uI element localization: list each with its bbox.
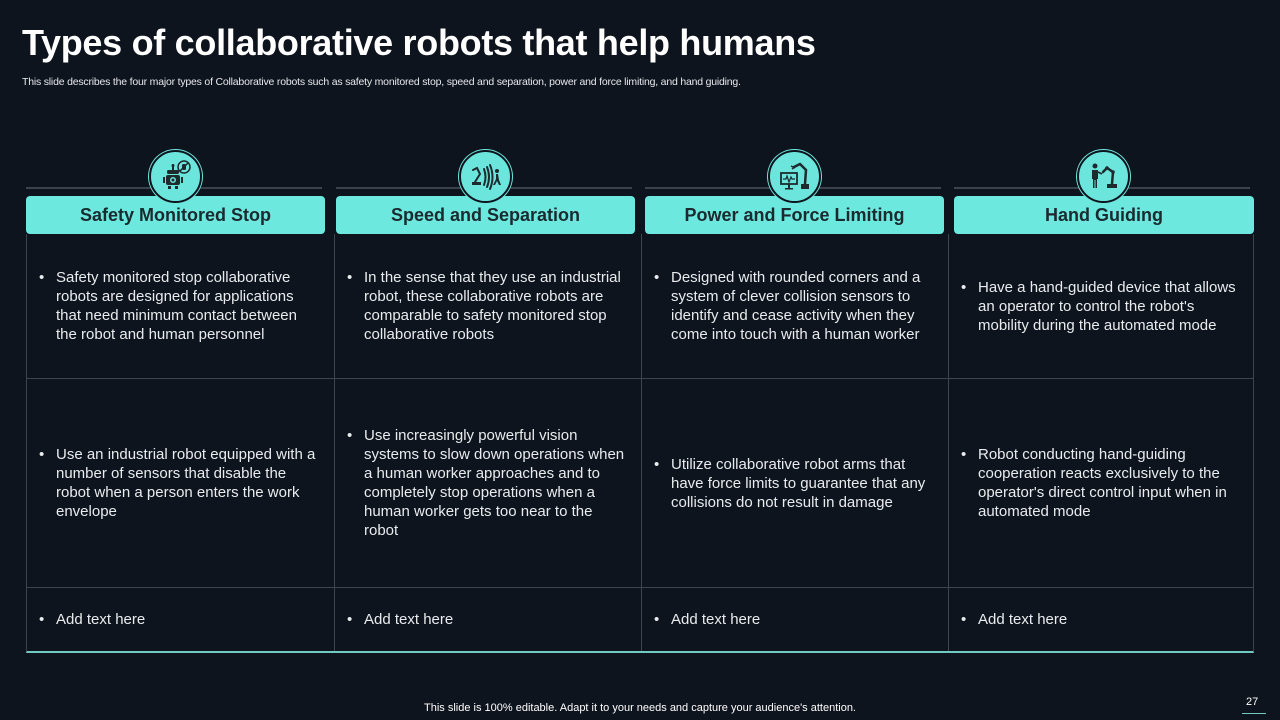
bullet-icon: • [961, 611, 967, 628]
cell-text-placeholder[interactable]: Add text here [56, 611, 146, 628]
table-cell: • Utilize collaborative robot arms that h… [641, 379, 948, 587]
cell-text-placeholder[interactable]: Add text here [978, 611, 1068, 628]
bullet-icon: • [347, 427, 353, 444]
robot-arm-monitor-icon [768, 150, 821, 203]
bullet-icon: • [654, 611, 660, 628]
bullet-icon: • [347, 611, 353, 628]
table-cell: • Robot conducting hand-guiding cooperati… [948, 379, 1253, 587]
table-cell: • Add text here [27, 588, 334, 651]
page-number: 27 [1246, 696, 1259, 708]
cell-text[interactable]: Utilize collaborative robot arms that ha… [671, 455, 926, 511]
footer-note: This slide is 100% editable. Adapt it to… [424, 702, 856, 714]
cell-text[interactable]: Designed with rounded corners and a syst… [671, 269, 921, 343]
table-cell: • Use increasingly powerful vision system… [334, 379, 641, 587]
slide-title: Types of collaborative robots that help … [22, 22, 816, 63]
bullet-icon: • [39, 611, 45, 628]
bullet-icon: • [39, 446, 45, 463]
cell-text[interactable]: In the sense that they use an industrial… [364, 269, 621, 343]
slide-subtitle: This slide describes the four major type… [22, 76, 741, 88]
person-robot-arm-icon [1077, 150, 1130, 203]
bullet-icon: • [654, 269, 660, 286]
cell-text-placeholder[interactable]: Add text here [364, 611, 454, 628]
bullet-icon: • [39, 269, 45, 286]
table-cell: • Add text here [641, 588, 948, 651]
table-row: • Add text here • Add text here • Add text … [27, 587, 1253, 651]
table-cell: • In the sense that they use an industria… [334, 234, 641, 378]
cell-text[interactable]: Safety monitored stop collaborative robo… [56, 269, 297, 343]
header-speed-and-separation: Speed and Separation [336, 196, 635, 234]
table-cell: • Add text here [334, 588, 641, 651]
bullet-icon: • [654, 455, 660, 473]
cell-text[interactable]: Use increasingly powerful vision systems… [364, 427, 625, 539]
cell-text[interactable]: Have a hand-guided device that allows an… [978, 278, 1236, 334]
table-cell: • Use an industrial robot equipped with a… [27, 379, 334, 587]
robot-arm-signal-person-icon [459, 150, 512, 203]
content-table: • Safety monitored stop collaborative rob… [26, 234, 1254, 653]
bullet-icon: • [961, 446, 967, 463]
header-safety-monitored-stop: Safety Monitored Stop [26, 196, 325, 234]
cell-text[interactable]: Robot conducting hand-guiding cooperatio… [978, 446, 1227, 520]
bullet-icon: • [347, 269, 353, 286]
table-cell: • Have a hand-guided device that allows a… [948, 234, 1253, 378]
cell-text-placeholder[interactable]: Add text here [671, 611, 761, 628]
page-number-underline [1242, 713, 1266, 714]
table-row: • Use an industrial robot equipped with a… [27, 378, 1253, 587]
header-power-and-force-limiting: Power and Force Limiting [645, 196, 944, 234]
cell-text[interactable]: Use an industrial robot equipped with a … [56, 446, 316, 520]
bullet-icon: • [961, 278, 967, 296]
table-row: • Safety monitored stop collaborative rob… [27, 234, 1253, 378]
table-cell: • Safety monitored stop collaborative rob… [27, 234, 334, 378]
table-cell: • Designed with rounded corners and a sys… [641, 234, 948, 378]
robot-no-touch-icon [149, 150, 202, 203]
table-cell: • Add text here [948, 588, 1253, 651]
